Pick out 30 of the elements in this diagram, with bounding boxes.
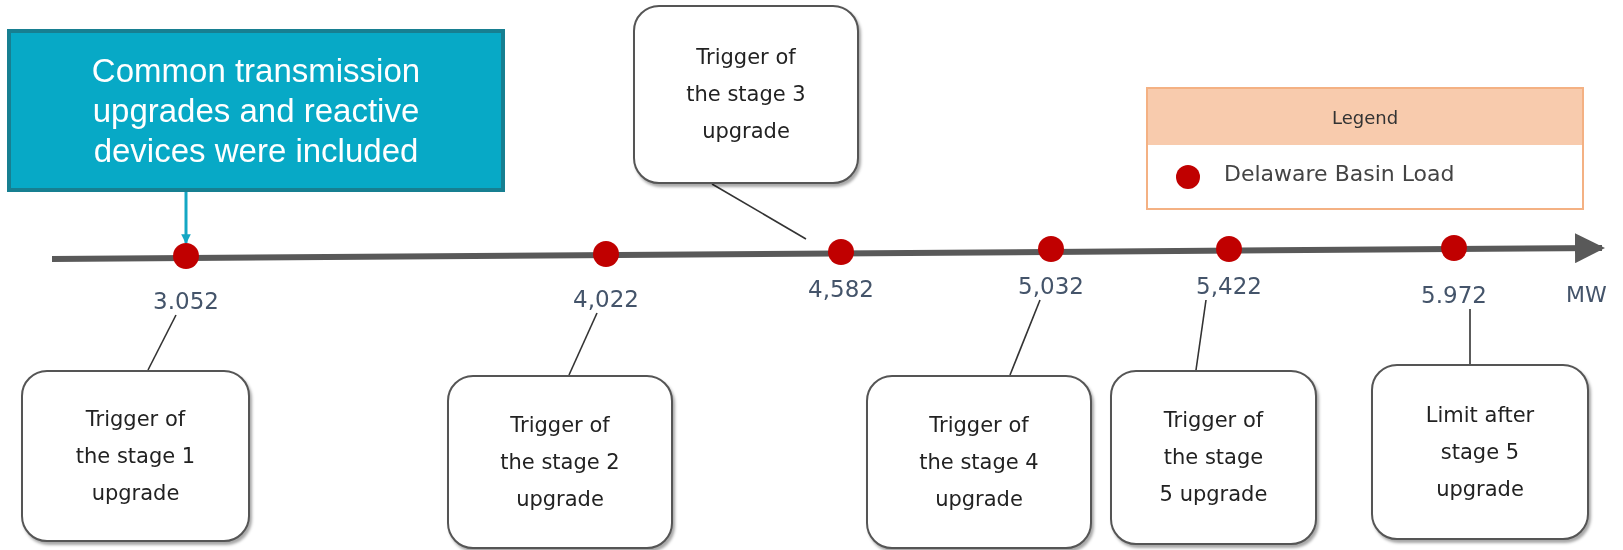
leader-line	[1195, 299, 1207, 371]
value-label: 3.052	[153, 287, 219, 315]
annotation-box	[1371, 364, 1589, 540]
annotation-box	[21, 370, 250, 542]
annotation-text: Trigger of the stage 2 upgrade	[499, 411, 621, 513]
callout-text: Common transmission upgrades and reactive devices were included	[90, 50, 422, 171]
callout-box	[7, 29, 505, 192]
value-label: 5,032	[1018, 272, 1084, 300]
annotation-text: Trigger of the stage 5 upgrade	[1158, 407, 1269, 508]
annotation-text: Trigger of the stage 4 upgrade	[918, 411, 1040, 513]
annotation-box	[447, 375, 673, 549]
annotation-text: Trigger of the stage 3 upgrade	[685, 44, 807, 145]
annotation-box	[866, 375, 1092, 549]
leader-line	[1469, 308, 1471, 365]
annotation-text: Trigger of the stage 1 upgrade	[74, 405, 197, 507]
value-label: 5,422	[1196, 272, 1262, 300]
leader-line	[147, 314, 177, 371]
leader-line	[568, 312, 598, 376]
annotation-text: Limit after stage 5 upgrade	[1424, 401, 1536, 503]
value-label: 4,022	[573, 285, 639, 313]
legend-text: Delaware Basin Load	[1224, 161, 1455, 186]
leader-line	[1009, 299, 1041, 376]
value-label: 4,582	[808, 275, 874, 303]
arrow	[181, 192, 191, 244]
annotation-box	[1110, 370, 1317, 545]
leader-line	[711, 183, 807, 240]
annotation-box	[633, 5, 859, 184]
axis-unit-label: MW	[1566, 282, 1607, 307]
legend-title: Legend	[1331, 106, 1399, 128]
value-label: 5.972	[1421, 281, 1487, 309]
